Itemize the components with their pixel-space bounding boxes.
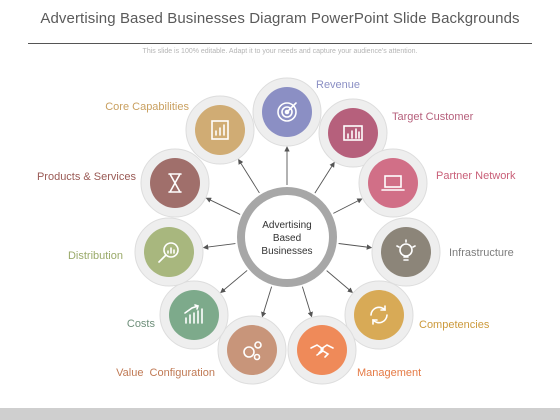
hub-label-line-3: Businesses xyxy=(261,246,312,257)
title-divider xyxy=(28,43,532,44)
node-value-configuration xyxy=(217,315,287,385)
node-revenue xyxy=(252,77,322,147)
node-label: Products & Services xyxy=(37,171,137,183)
laptop-icon xyxy=(381,175,405,191)
lightbulb-icon xyxy=(396,239,416,261)
bottom-bar xyxy=(0,408,560,420)
node-circle xyxy=(144,227,194,277)
connector-arrow xyxy=(220,270,248,294)
connector-arrow xyxy=(261,286,273,318)
hourglass-icon xyxy=(168,173,182,193)
connector-arrow xyxy=(238,158,260,194)
gears-icon xyxy=(243,341,262,361)
node-circle xyxy=(381,227,431,277)
node-label: Partner Network xyxy=(436,170,516,182)
connector-arrow xyxy=(333,198,363,214)
target-icon xyxy=(277,102,297,122)
slide-subtitle: This slide is 100% editable. Adapt it to… xyxy=(142,48,418,55)
hub-node: Advertising Based Businesses xyxy=(237,187,337,287)
connector-arrow xyxy=(202,243,236,250)
hub-label-line-2: Based xyxy=(273,233,301,244)
node-costs xyxy=(159,280,229,350)
node-circle xyxy=(227,325,277,375)
magnifier-icon xyxy=(158,242,179,263)
node-label: Value Configuration xyxy=(116,367,215,379)
connector-arrow xyxy=(314,161,335,194)
node-circle xyxy=(354,290,404,340)
bar-chart-icon xyxy=(343,125,363,141)
node-label: Distribution xyxy=(68,250,123,262)
node-label: Target Customer xyxy=(392,111,474,123)
node-label: Competencies xyxy=(419,319,490,331)
node-label: Infrastructure xyxy=(449,247,514,259)
node-circle xyxy=(368,158,418,208)
node-management xyxy=(287,315,357,385)
growth-chart-icon xyxy=(184,304,203,324)
node-products-services xyxy=(140,148,210,218)
chart-board-icon xyxy=(211,120,229,140)
connector-arrows xyxy=(202,146,373,318)
node-core-capabilities xyxy=(185,95,255,165)
connector-arrow xyxy=(205,197,241,215)
node-partner-network xyxy=(358,148,428,218)
connector-arrow xyxy=(301,286,313,318)
connector-arrow xyxy=(326,270,353,293)
node-label: Management xyxy=(357,367,421,379)
hub-label-line-1: Advertising xyxy=(262,220,311,231)
nodes-group xyxy=(134,77,441,385)
node-label: Revenue xyxy=(316,79,360,91)
handshake-icon xyxy=(310,344,334,358)
node-distribution xyxy=(134,217,204,287)
node-infrastructure xyxy=(371,217,441,287)
node-circle xyxy=(328,108,378,158)
refresh-icon xyxy=(370,305,388,325)
node-target-customer xyxy=(318,98,388,168)
slide-title: Advertising Based Businesses Diagram Pow… xyxy=(40,10,520,27)
node-competencies xyxy=(344,280,414,350)
connector-arrow xyxy=(338,243,373,250)
node-label: Core Capabilities xyxy=(105,101,189,113)
node-label: Costs xyxy=(127,318,156,330)
